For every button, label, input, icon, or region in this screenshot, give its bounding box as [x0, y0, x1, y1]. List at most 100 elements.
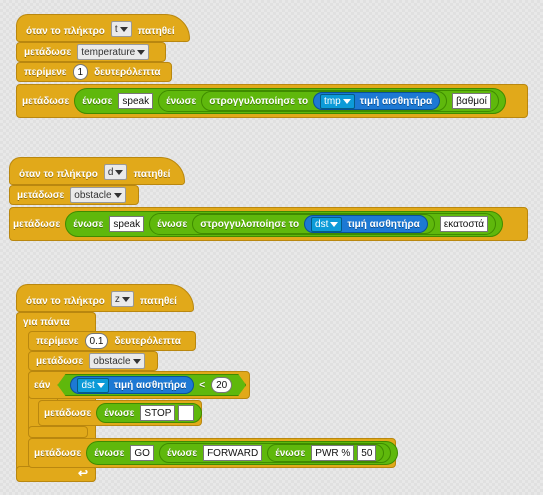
message-dropdown[interactable]: temperature	[77, 44, 150, 60]
join-label: ένωσε	[166, 447, 198, 459]
join-reporter[interactable]: ένωσε στρογγυλοποίησε το tmp τιμή αισθητ…	[158, 90, 499, 112]
join-text-input[interactable]: εκατοστά	[439, 216, 489, 232]
hat-label-suffix: πατηθεί	[139, 296, 177, 307]
key-value: d	[107, 166, 114, 178]
round-reporter[interactable]: στρογγυλοποίησε το dst τιμή αισθητήρα	[192, 214, 435, 234]
key-dropdown[interactable]: d	[103, 164, 128, 180]
sensor-value: dst	[81, 379, 95, 391]
broadcast-join-block[interactable]: μετάδωσε ένωσε GO ένωσε FORWARD ένωσε PW…	[28, 438, 399, 468]
join-text-input[interactable]: GO	[130, 445, 154, 461]
message-dropdown[interactable]: obstacle	[89, 353, 145, 369]
join-reporter[interactable]: ένωσε FORWARD ένωσε PWR % 50	[158, 443, 392, 463]
wait-seconds-input[interactable]: 1	[72, 64, 89, 80]
join-text-input[interactable]: βαθμοί	[452, 93, 491, 109]
join-reporter[interactable]: ένωσε στρογγυλοποίησε το dst τιμή αισθητ…	[149, 213, 497, 235]
join-text-input[interactable]: FORWARD	[203, 445, 263, 461]
broadcast-label: μετάδωσε	[24, 46, 72, 58]
sensor-dropdown[interactable]: tmp	[320, 93, 355, 109]
chevron-down-icon	[330, 221, 339, 227]
sensor-dropdown[interactable]: dst	[311, 216, 343, 232]
key-dropdown[interactable]: z	[110, 291, 134, 307]
key-value: t	[114, 23, 118, 35]
wait-unit-label: δευτερόλεπτα	[94, 66, 161, 78]
chevron-down-icon	[97, 383, 105, 388]
broadcast-block[interactable]: μετάδωσε obstacle	[28, 351, 158, 371]
join-reporter[interactable]: ένωσε PWR % 50	[267, 444, 385, 462]
less-than-operator: <	[199, 379, 206, 391]
wait-unit-label: δευτερόλεπτα	[114, 335, 181, 347]
chevron-down-icon	[115, 169, 124, 175]
less-than-condition[interactable]: dst τιμή αισθητήρα < 20	[57, 374, 246, 396]
key-value: z	[114, 293, 120, 305]
broadcast-join-block[interactable]: μετάδωσε ένωσε speak ένωσε στρογγυλοποίη…	[16, 84, 528, 118]
forever-label: για πάντα	[23, 317, 70, 328]
loop-arrow-icon: ↩	[78, 466, 89, 480]
broadcast-label: μετάδωσε	[44, 407, 92, 419]
if-label: εάν	[34, 379, 51, 391]
chevron-down-icon	[342, 98, 351, 104]
join-label: ένωσε	[166, 95, 197, 107]
sensor-value-reporter[interactable]: tmp τιμή αισθητήρα	[313, 92, 441, 110]
join-text-input[interactable]: speak	[109, 216, 145, 232]
join-reporter[interactable]: ένωσε GO ένωσε FORWARD ένωσε PWR % 50	[86, 441, 399, 465]
join-text-input[interactable]: PWR %	[311, 445, 355, 461]
join-text-input[interactable]: speak	[118, 93, 154, 109]
join-label: ένωσε	[94, 447, 125, 459]
round-label: στρογγυλοποίησε το	[200, 218, 300, 230]
wait-block[interactable]: περίμενε 1 δευτερόλεπτα	[16, 62, 172, 82]
broadcast-label: μετάδωσε	[36, 355, 84, 367]
broadcast-join-block[interactable]: μετάδωσε ένωσε STOP	[38, 400, 203, 426]
join-reporter[interactable]: ένωσε speak ένωσε στρογγυλοποίησε το tmp…	[74, 88, 506, 114]
if-block-footer[interactable]	[28, 426, 88, 438]
chevron-down-icon	[119, 26, 128, 32]
wait-label: περίμενε	[24, 66, 67, 78]
wait-block[interactable]: περίμενε 0.1 δευτερόλεπτα	[28, 331, 196, 351]
join-text-input[interactable]	[178, 405, 195, 421]
sensor-value: dst	[315, 218, 329, 230]
when-key-pressed-hat-d[interactable]: όταν το πλήκτρο d πατηθεί	[9, 157, 185, 185]
hat-label-suffix: πατηθεί	[133, 169, 171, 180]
join-reporter[interactable]: ένωσε speak ένωσε στρογγυλοποίησε το dst…	[65, 211, 504, 237]
sensor-value-reporter[interactable]: dst τιμή αισθητήρα	[70, 376, 194, 394]
threshold-input[interactable]: 20	[211, 377, 232, 393]
broadcast-label: μετάδωσε	[22, 95, 70, 107]
if-block-header[interactable]: εάν dst τιμή αισθητήρα < 20	[28, 371, 250, 399]
message-value: obstacle	[74, 189, 112, 201]
sensor-value-label: τιμή αισθητήρα	[347, 218, 420, 230]
message-value: obstacle	[93, 355, 131, 367]
join-label: ένωσε	[73, 218, 104, 230]
join-text-input[interactable]: 50	[357, 445, 377, 461]
join-text-input[interactable]: STOP	[140, 405, 176, 421]
when-key-pressed-hat-z[interactable]: όταν το πλήκτρο z πατηθεί	[16, 284, 194, 312]
hat-label-suffix: πατηθεί	[137, 26, 175, 37]
broadcast-join-block[interactable]: μετάδωσε ένωσε speak ένωσε στρογγυλοποίη…	[9, 207, 528, 241]
key-dropdown[interactable]: t	[110, 21, 132, 37]
chevron-down-icon	[132, 358, 141, 364]
broadcast-block[interactable]: μετάδωσε temperature	[16, 42, 166, 62]
hat-label-prefix: όταν το πλήκτρο	[26, 296, 105, 307]
chevron-down-icon	[113, 192, 122, 198]
join-reporter[interactable]: ένωσε STOP	[96, 403, 203, 423]
message-dropdown[interactable]: obstacle	[70, 187, 126, 203]
sensor-value: tmp	[324, 95, 341, 107]
sensor-dropdown[interactable]: dst	[77, 378, 108, 393]
hat-label-prefix: όταν το πλήκτρο	[19, 169, 98, 180]
join-label: ένωσε	[157, 218, 188, 230]
broadcast-label: μετάδωσε	[17, 189, 65, 201]
wait-label: περίμενε	[36, 335, 79, 347]
sensor-value-reporter[interactable]: dst τιμή αισθητήρα	[304, 215, 428, 233]
broadcast-block[interactable]: μετάδωσε obstacle	[9, 185, 139, 205]
round-label: στρογγυλοποίησε το	[209, 95, 309, 107]
sensor-value-label: τιμή αισθητήρα	[113, 379, 187, 391]
broadcast-label: μετάδωσε	[13, 218, 61, 230]
chevron-down-icon	[121, 296, 130, 302]
hat-label-prefix: όταν το πλήκτρο	[26, 26, 105, 37]
sensor-value-label: τιμή αισθητήρα	[359, 95, 433, 107]
join-label: ένωσε	[104, 407, 135, 419]
chevron-down-icon	[137, 49, 146, 55]
forever-block-header[interactable]: για πάντα	[16, 312, 96, 332]
round-reporter[interactable]: στρογγυλοποίησε το tmp τιμή αισθητήρα	[201, 91, 448, 111]
wait-seconds-input[interactable]: 0.1	[84, 333, 109, 349]
message-value: temperature	[81, 46, 136, 58]
when-key-pressed-hat-t[interactable]: όταν το πλήκτρο t πατηθεί	[16, 14, 190, 42]
